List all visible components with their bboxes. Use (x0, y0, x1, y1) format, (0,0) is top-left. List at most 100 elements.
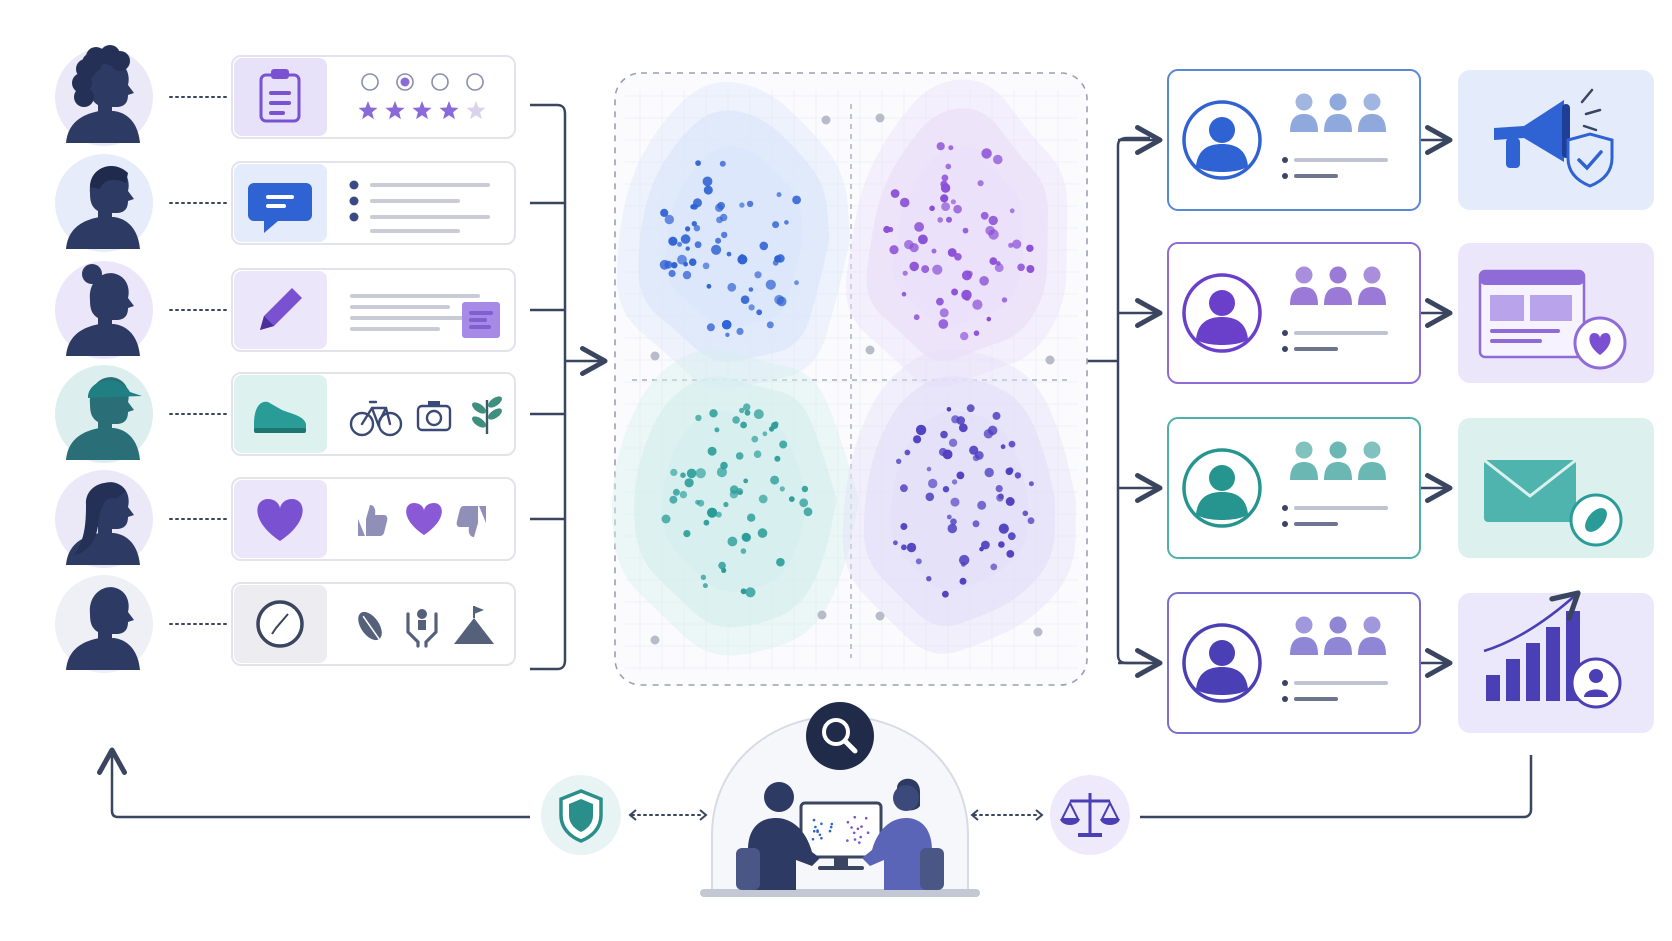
avatar-body (1196, 667, 1248, 695)
cluster-point (759, 241, 769, 251)
leaf (472, 416, 486, 428)
cluster-point (893, 540, 898, 546)
cluster-point (745, 587, 756, 598)
member-body (1290, 114, 1318, 132)
cluster-point (693, 225, 701, 232)
cluster-point (1026, 265, 1035, 273)
monitor-point (864, 816, 868, 820)
cluster-point (951, 288, 959, 296)
member-head (1329, 616, 1347, 634)
heart-shape (1589, 333, 1611, 355)
cluster-point (940, 430, 948, 439)
cluster-point (948, 438, 958, 447)
text-line (370, 183, 490, 187)
member-head (1363, 93, 1381, 111)
bullet-dot (1282, 680, 1288, 686)
cluster-point (671, 262, 678, 269)
outlier-point (875, 113, 885, 123)
member-head (1363, 266, 1381, 284)
dot-arrow-left (970, 809, 979, 821)
cluster-point (977, 500, 987, 510)
envelope-leaf-icon (1458, 418, 1654, 558)
silhouette-head (89, 587, 134, 634)
outlier-point (650, 351, 660, 361)
camera-top (428, 401, 440, 406)
member-head (1295, 266, 1313, 284)
cluster-point (684, 478, 694, 488)
scale-base (1078, 833, 1102, 837)
avatar-body (1196, 317, 1248, 345)
cluster-point (757, 528, 768, 538)
cluster-map (611, 72, 1088, 686)
web-page-heart-icon (1458, 243, 1654, 383)
cluster-point (936, 142, 945, 151)
cluster-point (936, 297, 944, 306)
text-line (1294, 347, 1338, 351)
monitor-point (814, 825, 817, 829)
cluster-point (714, 427, 720, 433)
member-body (1358, 462, 1386, 480)
monitor-point (820, 822, 823, 826)
bullet-dot (1282, 346, 1288, 352)
cluster-point (956, 416, 965, 425)
monitor-point (856, 827, 860, 831)
cluster-point (972, 299, 983, 310)
cluster-point (966, 404, 975, 413)
frame (360, 400, 392, 427)
dot-arrow-right (699, 809, 708, 821)
text-line (1294, 506, 1388, 510)
magnifier-handle (842, 738, 858, 754)
text-line (266, 195, 294, 199)
analyst-right-body (862, 818, 932, 890)
member-head (1363, 616, 1381, 634)
cluster-point (680, 472, 686, 479)
cluster-point (685, 226, 691, 232)
member-body (1324, 462, 1352, 480)
monitor-point (816, 829, 819, 832)
cluster-point (1007, 532, 1016, 541)
growth-chart-user-icon (1458, 590, 1654, 733)
cluster-point (931, 248, 937, 254)
group-members-icon (1290, 616, 1386, 655)
governance-loop (541, 702, 1130, 897)
cluster-point (899, 197, 910, 208)
member-body (1358, 287, 1386, 305)
star-icon (412, 101, 432, 120)
input-bracket (530, 103, 567, 671)
cluster-point (668, 269, 676, 278)
silhouette-head (89, 60, 134, 107)
cluster-point (1008, 242, 1014, 248)
cluster-point (959, 577, 967, 585)
cluster-point (746, 200, 754, 208)
cluster-point (926, 466, 932, 472)
cluster-point (954, 252, 962, 261)
cluster-point (946, 407, 952, 412)
cluster-point (803, 507, 813, 517)
cluster-point (977, 180, 984, 187)
outlier-point (817, 610, 827, 620)
cluster-point (1027, 517, 1035, 525)
group-members-icon (1290, 266, 1386, 305)
cluster-point (1008, 440, 1016, 448)
rating-radio[interactable] (466, 73, 484, 91)
plant-icon (472, 396, 502, 434)
cluster-point (716, 216, 723, 224)
user-head (1589, 669, 1603, 683)
rating-radio[interactable] (431, 73, 449, 91)
cluster-point (727, 282, 737, 292)
monitor-point (811, 837, 815, 841)
monitor-icon (799, 801, 883, 859)
cluster-point (721, 319, 732, 330)
leaf (488, 408, 502, 420)
cluster-point (668, 236, 678, 246)
pencil-icon (260, 288, 302, 330)
cluster-point (695, 468, 706, 479)
compass-icon (256, 600, 304, 648)
silhouette-shoulders (66, 324, 140, 356)
review-badge[interactable] (806, 702, 874, 770)
cluster-point (691, 221, 697, 227)
cluster-point (739, 254, 745, 259)
cluster-point (890, 189, 900, 198)
rating-radio[interactable] (361, 73, 379, 91)
